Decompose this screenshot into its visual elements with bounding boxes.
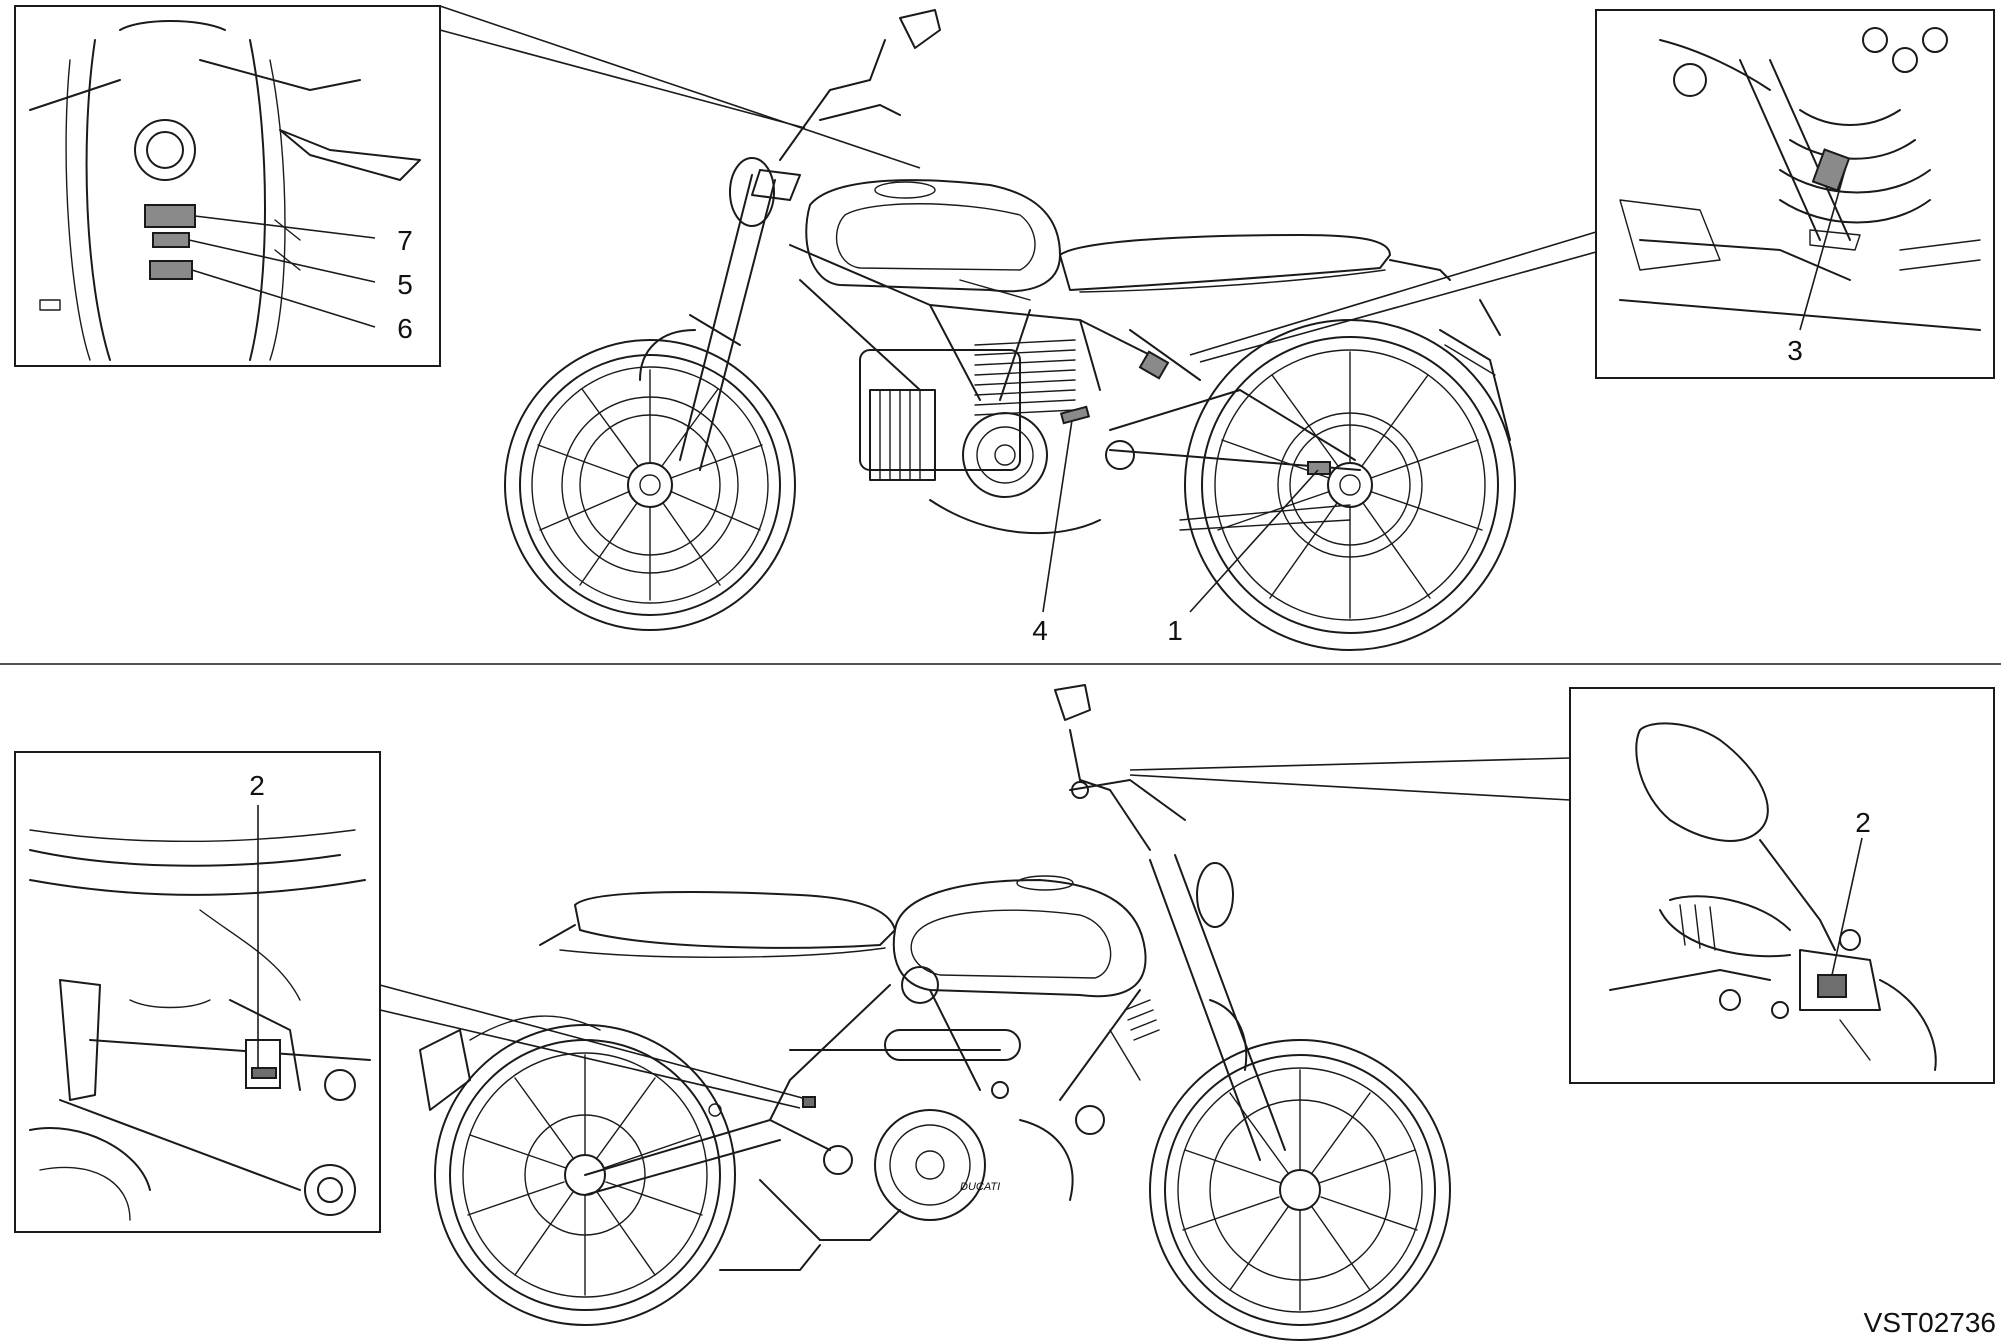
frame-label-patch: [802, 1096, 816, 1108]
tank-label-patch-5: [152, 232, 190, 248]
bottom-frame-and-engine: DUCATI: [769, 966, 1160, 1221]
fuel-tank: [805, 179, 1061, 293]
rear-shock-and-swingarm: [1105, 329, 1361, 531]
callout-leader-3: [1799, 169, 1846, 331]
front-wheel: [504, 339, 796, 631]
rear-wheel: [1184, 319, 1516, 651]
tail-and-license-holder: [1439, 299, 1511, 441]
bottom-seat: [539, 891, 896, 958]
trellis-frame: [789, 244, 1161, 401]
bottom-right-inset-leader-upper: [1129, 757, 1571, 771]
callout-6: 6: [397, 313, 413, 344]
inset-handlebar-label: 2: [1569, 687, 1995, 1084]
swingarm-label-patch: [1307, 461, 1331, 475]
top-left-inset-leader-upper: [439, 5, 921, 169]
inset-rear-shock-label: 3: [1595, 9, 1995, 379]
engine-label-patch: [1059, 405, 1091, 425]
callout-5: 5: [397, 269, 413, 300]
engine-block: [859, 339, 1101, 535]
frame-inset-label-patch: [251, 1067, 277, 1079]
bottom-right-inset-leader-lower: [1129, 774, 1571, 801]
handlebar-label-patch: [1817, 974, 1847, 998]
front-fork-and-handlebar: [639, 9, 941, 471]
bottom-left-inset-leader-upper: [379, 984, 811, 1101]
callout-2-right: 2: [1855, 807, 1871, 838]
bottom-fork-and-handlebar: [1054, 684, 1286, 1161]
shock-label-patch: [1138, 350, 1170, 380]
callout-leader-7: [194, 215, 376, 239]
inset-fuel-tank-labels: 7 5 6: [14, 5, 441, 367]
bottom-front-wheel: [1149, 1039, 1451, 1341]
inset-frame-bottom-left: [14, 751, 381, 1233]
top-right-inset-leader-upper: [1189, 231, 1597, 356]
top-left-inset-leader-lower: [439, 29, 806, 129]
callout-leader-2-right: [1831, 837, 1863, 976]
bottom-swingarm-and-exhaust: [584, 1096, 901, 1271]
callout-leader-6: [191, 269, 376, 328]
drawing-code: VST02736: [1864, 1307, 1996, 1338]
top-view-right-side: 1 4: [439, 5, 1597, 651]
tank-label-patch-6: [149, 260, 193, 280]
inset-frame-side-label: 2: [14, 751, 381, 1233]
callout-7: 7: [397, 225, 413, 256]
tank-label-patch-7: [144, 204, 196, 228]
callout-2-left: 2: [249, 770, 265, 801]
inset-frame-top-right: [1595, 9, 1995, 379]
frame-label-housing: [245, 1039, 281, 1089]
bottom-view-left-side: DUCATI: [379, 684, 1571, 1341]
inset-frame-bottom-right: [1569, 687, 1995, 1084]
callout-4: 4: [1032, 615, 1048, 646]
callout-3: 3: [1787, 335, 1803, 366]
seat: [1059, 234, 1451, 293]
bottom-left-inset-leader-lower: [379, 1009, 801, 1109]
bottom-fuel-tank: [892, 875, 1147, 998]
bottom-rear-fender: [419, 1015, 601, 1111]
callout-leader-1: [1189, 469, 1319, 613]
callout-leader-5: [188, 239, 376, 283]
brand-mark: DUCATI: [960, 1181, 1000, 1193]
callout-leader-4: [1042, 419, 1073, 613]
callout-1: 1: [1167, 615, 1183, 646]
